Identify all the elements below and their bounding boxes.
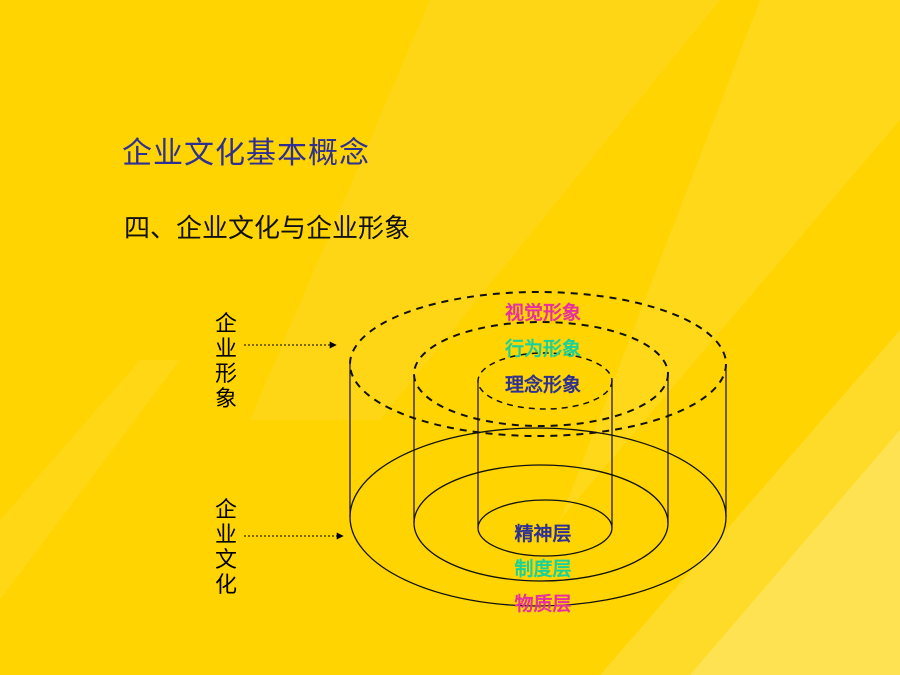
corporate-culture-label-char: 化: [214, 573, 237, 598]
corporate-image-label-char: 象: [214, 387, 237, 412]
concept-image-label: 理念形象: [504, 374, 582, 396]
inner-bottom-ellipse: [477, 499, 613, 557]
corporate-culture-label-char: 文: [214, 548, 237, 573]
corporate-image-label-char: 企: [214, 312, 237, 337]
corporate-culture-label: 企业文化: [211, 498, 241, 598]
outer-bottom-ellipse: [349, 427, 727, 607]
middle-bottom-ellipse: [413, 464, 669, 582]
visual-image-label: 视觉形象: [504, 302, 582, 324]
slide-title: 企业文化基本概念: [122, 136, 370, 171]
corporate-culture-label-char: 企: [214, 498, 237, 523]
corporate-image-label-char: 形: [214, 362, 237, 387]
spirit-layer-label: 精神层: [514, 523, 572, 545]
corporate-image-label: 企业形象: [211, 312, 241, 412]
corporate-image-label-char: 业: [214, 337, 237, 362]
behavior-image-label: 行为形象: [504, 338, 582, 360]
slide-subtitle: 四、企业文化与企业形象: [124, 214, 411, 244]
corporate-culture-label-char: 业: [214, 523, 237, 548]
material-layer-label: 物质层: [514, 593, 572, 615]
system-layer-label: 制度层: [514, 558, 572, 580]
